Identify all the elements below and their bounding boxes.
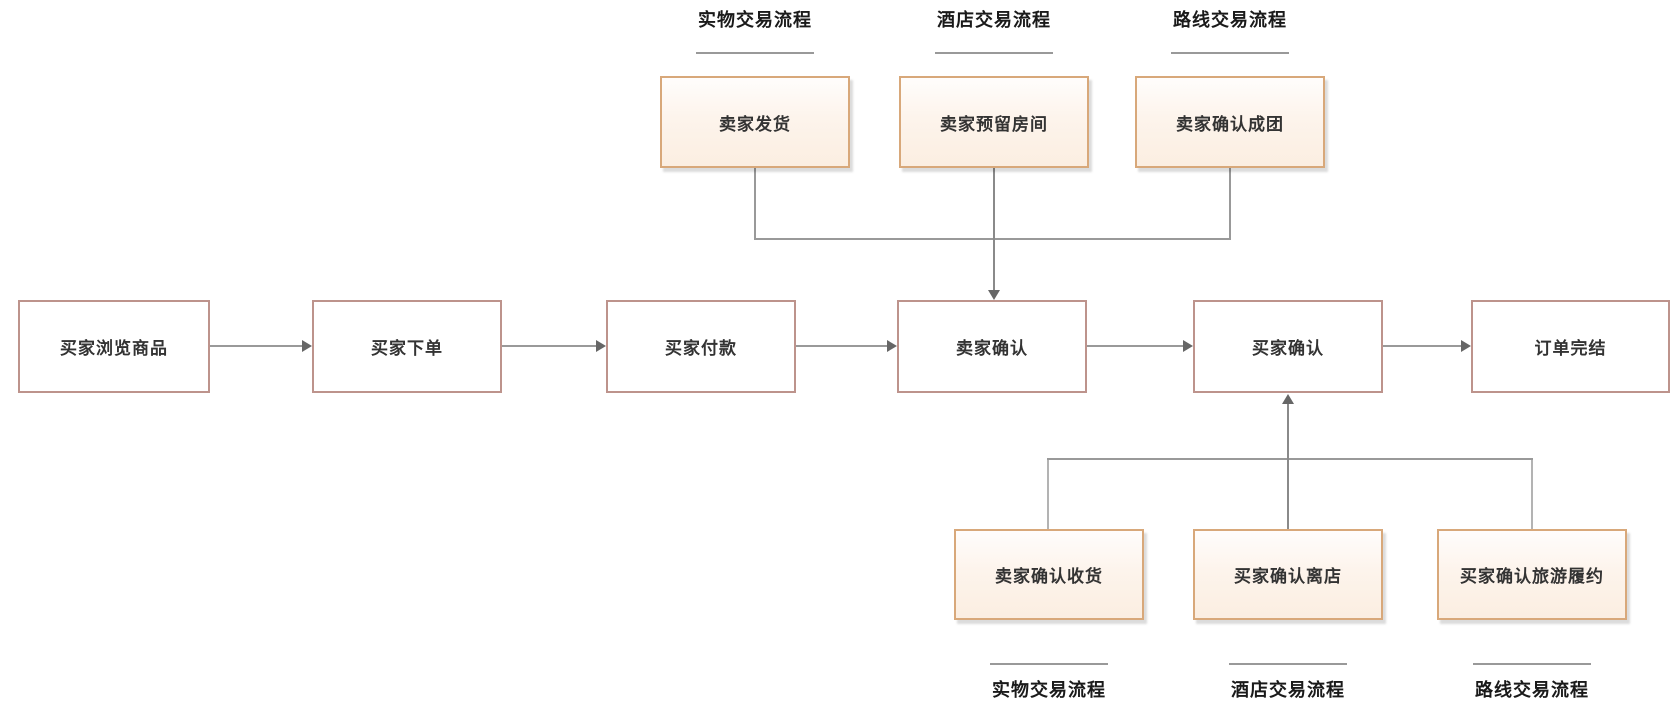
flow-title-hotel-top: 酒店交易流程	[937, 10, 1051, 30]
connector-bottom-merge	[1047, 458, 1533, 460]
arrowhead-down	[988, 290, 1000, 300]
flow-title-physical-bottom: 实物交易流程	[992, 680, 1106, 700]
node-label: 买家确认旅游履约	[1460, 567, 1604, 586]
node-label: 买家下单	[371, 339, 443, 358]
arrowhead-right	[596, 340, 606, 352]
node-seller-reserve-room: 卖家预留房间	[899, 76, 1089, 168]
node-seller-ship: 卖家发货	[660, 76, 850, 168]
connector-pay-sellerconfirm	[796, 345, 888, 347]
node-label: 卖家预留房间	[940, 114, 1048, 134]
flow-title-physical-top: 实物交易流程	[698, 10, 812, 30]
node-label: 买家确认离店	[1234, 567, 1342, 586]
node-label: 订单完结	[1534, 339, 1607, 358]
arrowhead-right	[1461, 340, 1471, 352]
node-seller-confirm: 卖家确认	[897, 300, 1087, 393]
node-label: 卖家确认收货	[995, 567, 1103, 586]
flow-title-underline	[935, 52, 1053, 54]
connector-into-seller-confirm	[993, 168, 995, 290]
flow-title-overline	[1473, 663, 1591, 665]
connector-ship-down	[754, 168, 756, 240]
flow-title-route-bottom: 路线交易流程	[1475, 680, 1589, 700]
node-seller-confirm-receipt: 卖家确认收货	[954, 529, 1144, 620]
connector-browse-order	[210, 345, 303, 347]
node-buyer-pay: 买家付款	[606, 300, 796, 393]
connector-group-down	[1229, 168, 1231, 240]
node-order-complete: 订单完结	[1471, 300, 1670, 393]
connector-fulfillment-up	[1531, 459, 1533, 529]
node-buyer-confirm-checkout: 买家确认离店	[1193, 529, 1383, 620]
arrowhead-right	[887, 340, 897, 352]
flow-title-overline	[1229, 663, 1347, 665]
node-buyer-place-order: 买家下单	[312, 300, 502, 393]
connector-top-merge	[754, 238, 1231, 240]
node-label: 买家确认	[1252, 339, 1324, 358]
node-label: 买家付款	[665, 339, 737, 358]
flow-title-overline	[990, 663, 1108, 665]
connector-receipt-up	[1047, 459, 1049, 529]
arrowhead-right	[1183, 340, 1193, 352]
node-seller-confirm-group: 卖家确认成团	[1135, 76, 1325, 168]
connector-into-buyer-confirm	[1287, 404, 1289, 529]
node-buyer-confirm-fulfillment: 买家确认旅游履约	[1437, 529, 1627, 620]
node-buyer-browse: 买家浏览商品	[18, 300, 210, 393]
flow-title-route-top: 路线交易流程	[1173, 10, 1287, 30]
connector-sellerconfirm-buyerconfirm	[1087, 345, 1184, 347]
node-buyer-confirm: 买家确认	[1193, 300, 1383, 393]
flow-title-hotel-bottom: 酒店交易流程	[1231, 680, 1345, 700]
connector-buyerconfirm-complete	[1383, 345, 1462, 347]
node-label: 买家浏览商品	[60, 339, 168, 358]
arrowhead-right	[302, 340, 312, 352]
node-label: 卖家确认成团	[1176, 114, 1284, 134]
node-label: 卖家发货	[719, 114, 791, 134]
flow-title-underline	[1171, 52, 1289, 54]
node-label: 卖家确认	[956, 339, 1028, 358]
connector-order-pay	[502, 345, 597, 347]
flow-title-underline	[696, 52, 814, 54]
arrowhead-up	[1282, 394, 1294, 404]
